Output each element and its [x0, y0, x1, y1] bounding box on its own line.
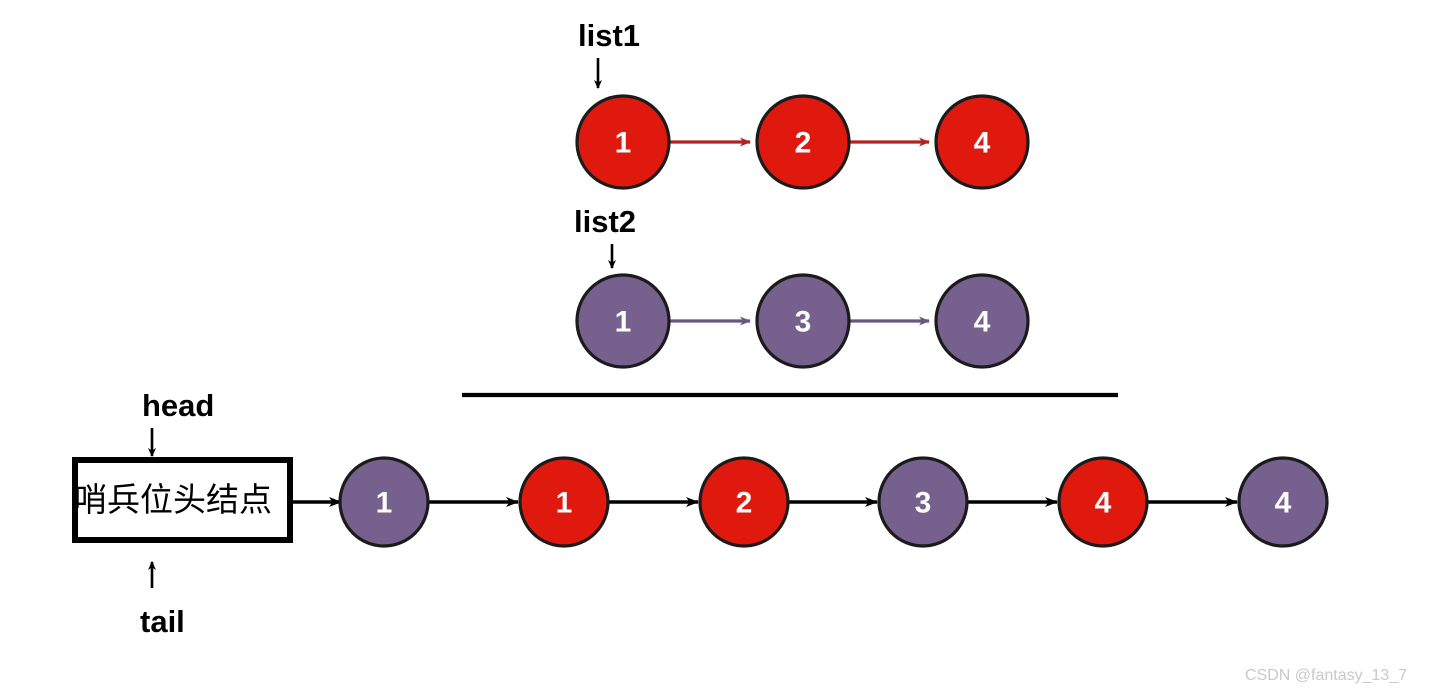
tail-pointer-group: tail — [140, 561, 185, 639]
merged-node: 1 — [338, 456, 430, 548]
sentinel-box-label: 哨兵位头结点 — [74, 480, 272, 519]
merged-node: 4 — [1237, 456, 1329, 548]
list1-node-circle-0 — [575, 94, 671, 190]
list1-node: 2 — [755, 94, 851, 190]
list1-node-circle-2 — [934, 94, 1030, 190]
list1-node: 4 — [934, 94, 1030, 190]
head-label: head — [142, 388, 214, 423]
list1-node-value-2: 4 — [974, 127, 991, 160]
list2-pointer-label: list2 — [574, 204, 636, 239]
merged-node-value-0: 1 — [376, 487, 393, 520]
list1-node-value-0: 1 — [615, 127, 632, 160]
list2-node-circle-1 — [755, 273, 851, 369]
sentinel-box-rect — [72, 457, 293, 543]
merged-node: 3 — [877, 456, 969, 548]
list1-node: 1 — [575, 94, 671, 190]
merged-node-value-1: 1 — [556, 487, 573, 520]
list2-node-circle-2 — [934, 273, 1030, 369]
merged-node-circle-4 — [1057, 456, 1149, 548]
merged-list-group: 1 1 2 3 4 4 — [338, 456, 1329, 548]
head-pointer-group: head — [142, 388, 214, 457]
merged-node-circle-3 — [877, 456, 969, 548]
merged-node-value-5: 4 — [1275, 487, 1292, 520]
merged-node-circle-1 — [518, 456, 610, 548]
merged-node: 4 — [1057, 456, 1149, 548]
tail-label: tail — [140, 604, 185, 639]
list1-node-circle-1 — [755, 94, 851, 190]
list2-node: 1 — [575, 273, 671, 369]
merged-node-value-3: 3 — [915, 487, 932, 520]
list1-pointer-label: list1 — [578, 18, 640, 53]
list1-group: list1 1 2 4 — [575, 18, 1030, 190]
merged-node: 2 — [698, 456, 790, 548]
list2-node-value-1: 3 — [795, 306, 812, 339]
list2-node: 3 — [755, 273, 851, 369]
merged-node-circle-0 — [338, 456, 430, 548]
list2-node: 4 — [934, 273, 1030, 369]
list2-node-value-0: 1 — [615, 306, 632, 339]
merged-node-value-4: 4 — [1095, 487, 1112, 520]
list1-node-value-1: 2 — [795, 127, 812, 160]
list2-group: list2 1 3 4 — [574, 204, 1030, 369]
merged-node-circle-5 — [1237, 456, 1329, 548]
merged-node-value-2: 2 — [736, 487, 753, 520]
watermark-label: CSDN @fantasy_13_7 — [1245, 667, 1407, 684]
list2-node-circle-0 — [575, 273, 671, 369]
merged-node-circle-2 — [698, 456, 790, 548]
list2-node-value-2: 4 — [974, 306, 991, 339]
sentinel-head-node: 哨兵位头结点 — [72, 457, 293, 543]
merged-node: 1 — [518, 456, 610, 548]
